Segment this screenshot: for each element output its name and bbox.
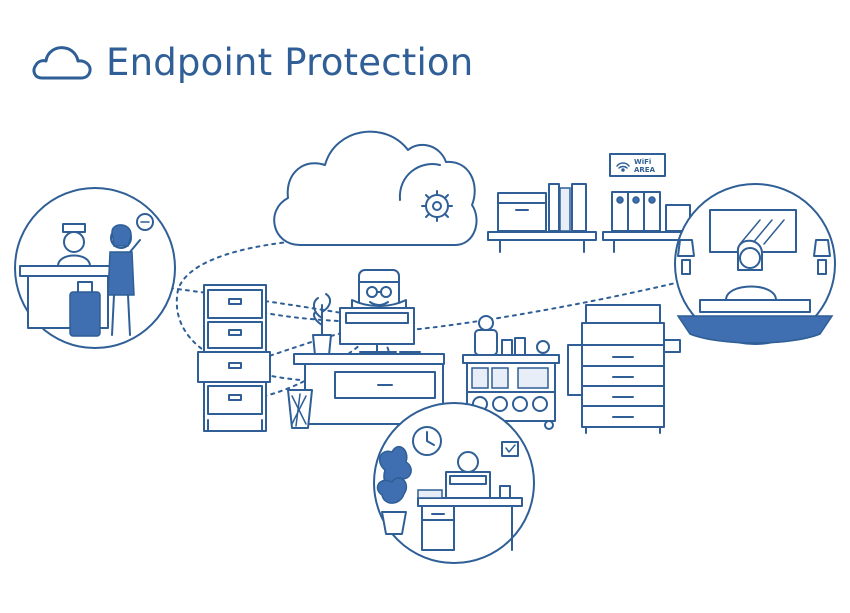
clock-icon [412, 426, 442, 456]
filing-cabinet [197, 284, 271, 432]
home-office-scene [373, 402, 535, 564]
mail-notification-icon [501, 441, 519, 457]
speech-bubble-icon [136, 213, 154, 231]
security-cloud [273, 130, 478, 246]
gear-icon [421, 190, 453, 222]
hotel-room-scene [674, 183, 836, 345]
wifi-sign-line-1: WiFi [634, 158, 651, 166]
potted-plant-icon [312, 293, 332, 356]
coffee-machine-icon [474, 315, 498, 356]
trash-bin-icon [287, 389, 313, 429]
large-plant-icon [376, 445, 412, 535]
office-printer-icon [567, 304, 681, 434]
laptop-icon [445, 471, 491, 499]
wifi-sign-line-2: AREA [634, 166, 656, 174]
binder-shelf: WiFi AREA [602, 153, 692, 253]
page-title: Endpoint Protection [106, 40, 474, 84]
computer-monitor-icon [339, 307, 415, 353]
traveler [107, 224, 141, 336]
coffee-station [462, 315, 560, 430]
lamp-icon [677, 239, 695, 275]
receptionist [57, 223, 91, 267]
suitcase-icon [69, 281, 101, 337]
lamp-icon-right [813, 239, 831, 275]
page-header: Endpoint Protection [30, 38, 473, 86]
guest-on-phone [725, 239, 777, 301]
main-workstation [287, 269, 445, 429]
cloud-icon [32, 46, 92, 80]
wifi-area-sign: WiFi AREA [609, 153, 666, 177]
reception-scene [14, 187, 176, 349]
storage-shelf [487, 183, 597, 253]
